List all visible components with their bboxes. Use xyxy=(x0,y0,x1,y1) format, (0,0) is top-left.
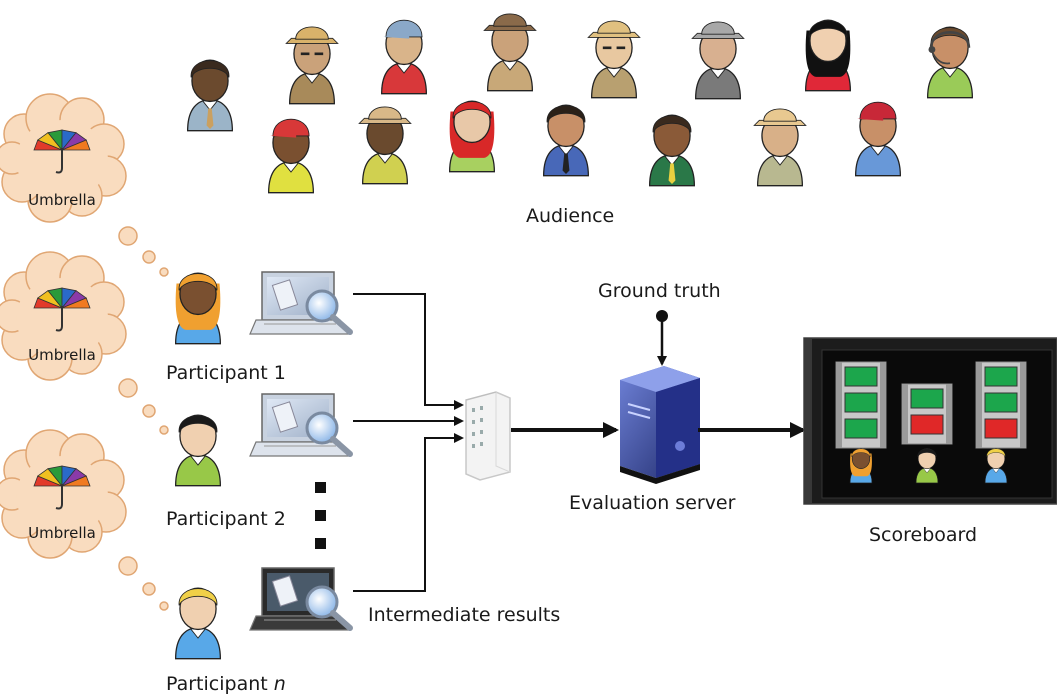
audience-member-2 xyxy=(285,26,339,105)
intermediate-results-label: Intermediate results xyxy=(368,604,561,626)
thought-trail-1 xyxy=(118,226,169,277)
score-tile-green xyxy=(984,392,1018,413)
audience-member-12 xyxy=(542,104,590,177)
thought-label-2: Umbrella xyxy=(28,346,96,364)
thought-cloud-1 xyxy=(0,93,127,223)
scoreboard-display xyxy=(803,337,1057,505)
result-connectors xyxy=(353,293,464,592)
thought-cloud-n xyxy=(0,429,127,559)
score-tile-green xyxy=(844,418,878,439)
scoreboard-avatar-1 xyxy=(849,448,873,484)
evaluation-server-label: Evaluation server xyxy=(569,492,736,514)
participant-n-figure xyxy=(174,587,222,660)
evaluation-server-icon xyxy=(620,366,700,484)
laptop-n-icon xyxy=(249,567,353,631)
ground-truth-label: Ground truth xyxy=(598,280,721,302)
network-hub-icon xyxy=(465,391,511,481)
ellipsis-dots xyxy=(315,482,326,549)
participant-1-label: Participant 1 xyxy=(166,362,286,384)
thought-label-1: Umbrella xyxy=(28,191,96,209)
audience-label: Audience xyxy=(526,205,615,227)
umbrella-icon xyxy=(33,129,91,174)
audience-member-9 xyxy=(267,118,315,194)
participant-2-label: Participant 2 xyxy=(166,508,286,530)
ground-truth-arrow xyxy=(656,310,668,366)
audience-member-13 xyxy=(648,114,696,187)
audience-member-7 xyxy=(804,19,852,92)
thought-cloud-2 xyxy=(0,251,127,381)
audience-member-5 xyxy=(587,20,641,99)
audience-member-11 xyxy=(448,100,496,173)
score-tile-green xyxy=(844,366,878,387)
score-tile-green xyxy=(910,388,944,409)
audience-member-6 xyxy=(691,21,745,100)
participant-2-figure xyxy=(174,414,222,487)
thought-label-n: Umbrella xyxy=(28,524,96,542)
score-tile-red xyxy=(984,418,1018,439)
audience-member-15 xyxy=(854,101,902,177)
umbrella-icon xyxy=(33,465,91,510)
umbrella-icon xyxy=(33,287,91,332)
participant-1-avatar xyxy=(174,272,222,345)
scoreboard-avatar-3 xyxy=(984,448,1008,484)
audience-member-14 xyxy=(753,108,807,187)
participant-2-avatar xyxy=(174,414,222,487)
audience-member-10 xyxy=(358,106,412,185)
audience-member-4 xyxy=(483,13,537,92)
scoreboard-avatar-2 xyxy=(915,448,939,484)
participant-n-variable: n xyxy=(273,673,286,695)
participant-n-prefix: Participant xyxy=(166,673,274,695)
laptop-2-icon xyxy=(249,393,353,457)
participant-1-figure xyxy=(174,272,222,345)
score-tile-red xyxy=(910,414,944,435)
audience-group xyxy=(186,13,974,194)
participant-n-label: Participant n xyxy=(166,673,286,695)
scoreboard-label: Scoreboard xyxy=(869,524,978,546)
laptop-1-icon xyxy=(249,271,353,335)
participant-n-avatar xyxy=(174,587,222,660)
thought-trail-2 xyxy=(118,378,169,435)
audience-member-8 xyxy=(926,26,974,99)
audience-member-1 xyxy=(186,59,234,132)
audience-member-3 xyxy=(380,19,428,95)
score-tile-green xyxy=(844,392,878,413)
score-tile-green xyxy=(984,366,1018,387)
thought-trail-n xyxy=(118,556,169,611)
